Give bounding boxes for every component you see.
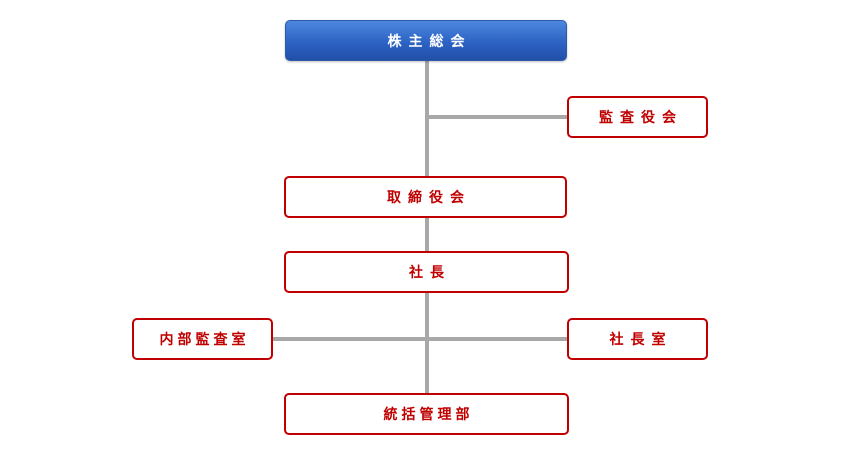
connector-main-bottom (425, 291, 429, 395)
node-president: 社長 (284, 251, 569, 293)
connector-audit-board (425, 115, 569, 119)
node-audit-board: 監査役会 (567, 96, 708, 138)
connector-main-top (425, 60, 429, 178)
node-general-management: 統括管理部 (284, 393, 569, 435)
node-board-of-directors: 取締役会 (284, 176, 567, 218)
node-internal-audit: 内部監査室 (132, 318, 273, 360)
connector-board-president (425, 216, 429, 253)
node-presidents-office: 社長室 (567, 318, 708, 360)
node-shareholders-meeting: 株主総会 (285, 20, 567, 61)
connector-side-offices (271, 337, 569, 341)
